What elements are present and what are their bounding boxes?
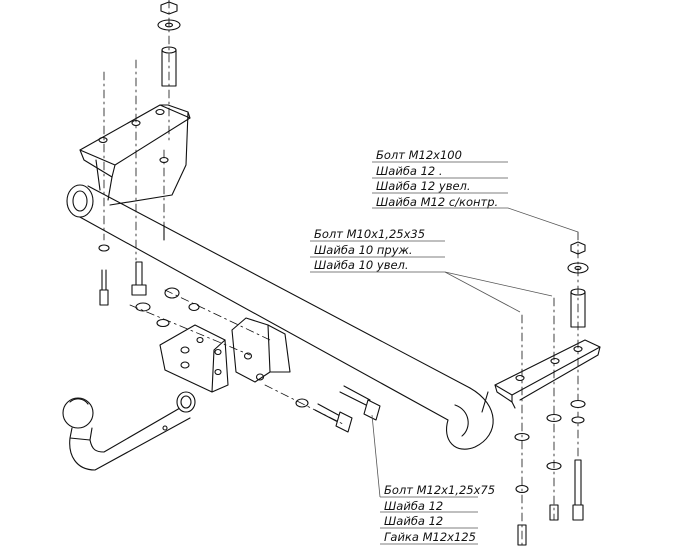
callout-lines (310, 161, 579, 545)
right-lower-fasteners (514, 297, 586, 546)
callout-line: Шайба 12 (384, 514, 444, 528)
callout-rear-mount: Болт М12х100 Шайба 12 . Шайба 12 увел. Ш… (376, 148, 498, 210)
callout-line: Шайба 10 пруж. (314, 242, 413, 257)
ball-mount-bolts (264, 384, 381, 433)
callout-side-mount: Болт М10х1,25х35 Шайба 10 пруж. Шайба 10… (314, 227, 425, 274)
left-bracket (79, 104, 191, 206)
callout-line: Шайба М12 с/контр. (376, 194, 499, 209)
callout-line: Болт М12х1,25х75 (384, 483, 496, 497)
callout-line: Шайба 10 увел. (314, 258, 409, 272)
left-lower-bolts (98, 224, 165, 306)
side-fasteners-left (129, 287, 271, 356)
tow-ball-arm (62, 391, 196, 471)
ball-mount-plate (159, 317, 291, 393)
left-top-fastener-stack (157, 0, 181, 141)
callout-ball-mount: Болт М12х1,25х75 Шайба 12 Шайба 12 Гайка… (384, 483, 495, 545)
callout-line: Болт М12х100 (376, 148, 462, 162)
callout-line: Шайба 12 (384, 498, 444, 513)
callout-line: Шайба 12 увел. (376, 179, 471, 193)
right-bracket (481, 339, 601, 413)
left-bolt-axes (103, 59, 165, 261)
callout-line: Болт М10х1,25х35 (314, 227, 426, 241)
callout-line: Шайба 12 . (376, 163, 443, 178)
callout-line: Гайка М12х125 (384, 529, 476, 544)
crossbar-tube (66, 184, 494, 450)
